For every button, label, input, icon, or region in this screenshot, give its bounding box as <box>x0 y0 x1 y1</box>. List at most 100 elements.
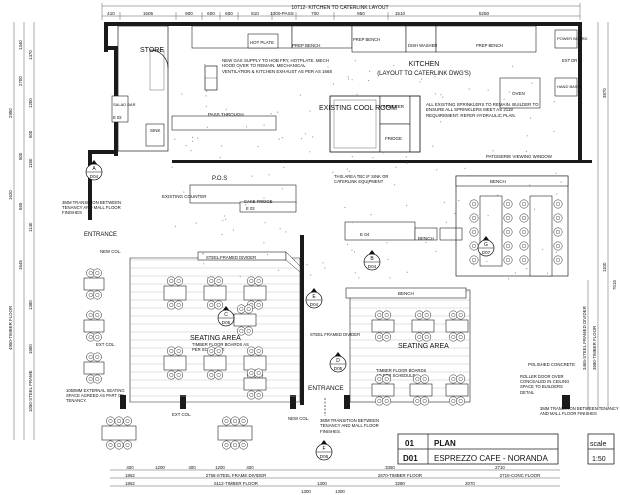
floor-dot <box>539 195 541 197</box>
floor-dot <box>245 204 247 206</box>
floor-dot <box>370 214 372 216</box>
seating-area-right-label: SEATING AREA <box>398 343 449 350</box>
floor-dot <box>356 93 358 95</box>
table-set <box>233 304 257 336</box>
left-dim-15: 1800 <box>28 344 33 354</box>
floor-dot <box>425 241 427 244</box>
left-dim-16: 1050-STEEL FRAME <box>28 370 33 412</box>
chair-inner <box>216 349 221 354</box>
right-seating-tables <box>371 199 563 406</box>
floor-dot <box>206 126 208 128</box>
bottom-dim-2: 1200 <box>155 465 165 470</box>
chair-inner <box>377 399 382 404</box>
left-dim-8: 1150 <box>28 158 33 168</box>
floor-dot <box>440 121 442 123</box>
floor-dot <box>219 257 221 259</box>
chair <box>106 440 115 450</box>
floor-dot <box>497 194 499 196</box>
cake-fridge-tag: E 03 <box>246 206 255 211</box>
fridge-label: FRIDGE <box>385 136 402 141</box>
left-seating-tables <box>163 276 267 400</box>
floor-dot <box>351 79 353 81</box>
chair-seat <box>519 241 529 251</box>
chair-inner <box>522 229 527 234</box>
floor-dot <box>251 175 253 177</box>
table <box>83 319 105 333</box>
floor-dot <box>511 65 513 67</box>
chair-inner <box>556 215 561 220</box>
floor-dot <box>556 193 558 195</box>
chair <box>469 227 479 237</box>
floor-dot <box>190 150 192 152</box>
chair-seat <box>254 368 264 378</box>
chair <box>214 346 224 356</box>
chair <box>519 213 529 223</box>
table-set <box>83 268 105 300</box>
chair <box>239 440 248 450</box>
chair <box>236 326 246 336</box>
chair-inner <box>417 313 422 318</box>
transition-left-note-box: 3MM TRANSITION BETWEEN TENANCY AND MALL … <box>62 200 121 215</box>
chair-seat <box>469 213 479 223</box>
chair <box>422 310 432 320</box>
chair <box>86 332 96 342</box>
chair-seat <box>503 255 513 265</box>
floor-dot <box>263 124 265 126</box>
chair-seat <box>254 276 264 286</box>
scale-value: 1:50 <box>592 456 606 463</box>
chair-inner <box>451 377 456 382</box>
chair-inner <box>249 371 254 376</box>
chair <box>123 416 132 426</box>
chair-inner <box>506 258 511 263</box>
table <box>163 285 187 301</box>
right-seating-floor <box>345 287 471 403</box>
floor-dot <box>181 93 183 95</box>
chair-inner <box>88 313 93 318</box>
floor-dot <box>419 81 421 83</box>
chair-seat <box>222 440 231 450</box>
floor-dot <box>232 229 234 231</box>
floor-dot <box>432 145 434 147</box>
floor-dot <box>347 78 350 80</box>
left-dimension-lines <box>13 22 35 440</box>
chair-inner <box>256 279 261 284</box>
chair-seat <box>503 199 513 209</box>
chair-seat <box>519 199 529 209</box>
floor-dot <box>440 94 442 96</box>
floor-dot <box>309 151 311 153</box>
floor-dot <box>238 67 241 69</box>
floor-dot <box>434 93 437 95</box>
floor-dot <box>238 60 240 62</box>
bottom-dim-3: 400 <box>188 465 196 470</box>
floor-dot <box>204 74 206 76</box>
polished-concrete-text: POLISHED CONCRETE <box>528 362 575 367</box>
table <box>409 383 433 397</box>
chair-inner <box>458 377 463 382</box>
chair <box>456 374 466 384</box>
oven-label: OVEN <box>512 91 525 96</box>
chair-seat <box>254 390 264 400</box>
chair <box>420 396 430 406</box>
table-set <box>101 416 137 450</box>
chair-inner <box>249 349 254 354</box>
floor-dot <box>468 88 470 90</box>
chair-inner <box>522 215 527 220</box>
chair <box>448 332 458 342</box>
floor-dot <box>185 145 187 147</box>
chair-inner <box>472 215 477 220</box>
chair <box>519 227 529 237</box>
floor-dot <box>443 201 445 203</box>
chair <box>553 199 563 209</box>
prep-bench-label-3: PREP BENCH <box>476 43 503 48</box>
left-dim-6: 2950 <box>8 108 13 118</box>
floor-dot <box>270 113 272 115</box>
top-dim-6: 810 <box>251 11 259 16</box>
chair-inner <box>556 258 561 263</box>
chair-inner <box>246 307 251 312</box>
chair-inner <box>256 303 261 308</box>
chair-seat <box>92 352 102 362</box>
section-marker-sheet: D04 <box>90 174 99 179</box>
floor-dot <box>514 272 517 274</box>
bench-mid-label: BENCH <box>418 236 434 241</box>
